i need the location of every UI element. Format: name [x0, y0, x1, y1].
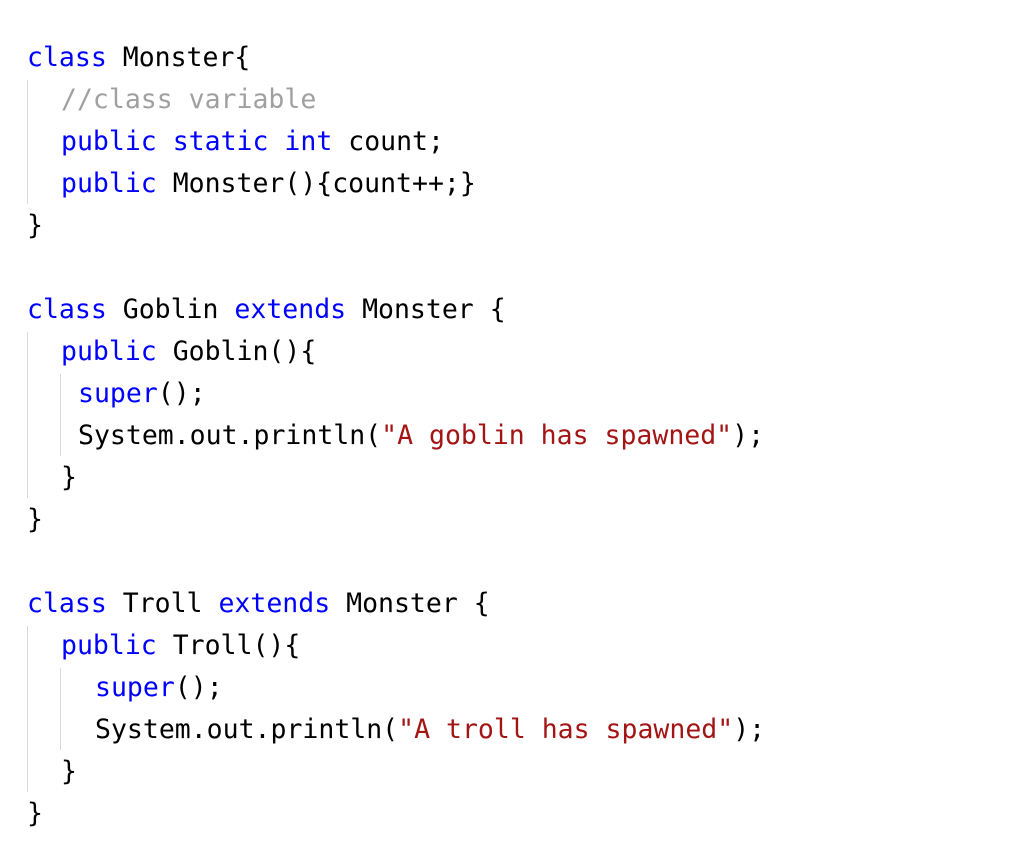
- indent-guide: [27, 332, 28, 498]
- code-token: Monster {: [346, 294, 506, 325]
- code-token: [157, 126, 173, 157]
- keyword-token: public: [61, 126, 157, 157]
- keyword-token: extends: [234, 294, 347, 325]
- code-token: Monster(){count++;}: [156, 168, 476, 199]
- code-line: System.out.println("A troll has spawned"…: [95, 709, 765, 751]
- code-line: //class variable: [61, 79, 316, 121]
- code-line: class Troll extends Monster {: [27, 583, 490, 625]
- code-line: System.out.println("A goblin has spawned…: [78, 415, 764, 457]
- keyword-token: public: [61, 630, 157, 661]
- code-line: public static int count;: [61, 121, 444, 163]
- indent-guide: [60, 668, 61, 750]
- keyword-token: class: [27, 294, 107, 325]
- code-token: }: [27, 504, 43, 535]
- code-token: [268, 126, 284, 157]
- code-token: }: [61, 756, 77, 787]
- code-token: }: [27, 798, 43, 829]
- string-token: "A troll has spawned": [398, 714, 734, 745]
- code-token: );: [732, 420, 765, 451]
- code-line: super();: [78, 373, 206, 415]
- code-token: System.out.println(: [78, 420, 382, 451]
- code-token: Monster {: [330, 588, 490, 619]
- code-token: System.out.println(: [95, 714, 399, 745]
- code-token: Troll: [106, 588, 219, 619]
- code-token: );: [733, 714, 766, 745]
- keyword-token: public: [61, 168, 157, 199]
- keyword-token: extends: [218, 588, 331, 619]
- string-token: "A goblin has spawned": [381, 420, 733, 451]
- keyword-token: class: [27, 588, 107, 619]
- code-token: Goblin: [106, 294, 235, 325]
- keyword-token: public: [61, 336, 157, 367]
- code-line: }: [27, 793, 43, 835]
- code-token: ();: [174, 672, 223, 703]
- code-line: }: [61, 751, 77, 793]
- indent-guide: [60, 374, 61, 456]
- code-token: Goblin(){: [156, 336, 317, 367]
- keyword-token: super: [95, 672, 175, 703]
- keyword-token: super: [78, 378, 158, 409]
- keyword-token: static: [172, 126, 269, 157]
- code-token: }: [27, 210, 43, 241]
- code-line: class Goblin extends Monster {: [27, 289, 506, 331]
- keyword-token: class: [27, 42, 107, 73]
- comment-token: //class variable: [61, 84, 317, 115]
- code-line: }: [61, 457, 77, 499]
- code-line: public Troll(){: [61, 625, 300, 667]
- code-token: }: [61, 462, 77, 493]
- code-token: count;: [332, 126, 444, 157]
- code-line: public Monster(){count++;}: [61, 163, 476, 205]
- code-token: Troll(){: [156, 630, 301, 661]
- code-token: Monster{: [106, 42, 251, 73]
- code-line: public Goblin(){: [61, 331, 316, 373]
- keyword-token: int: [284, 126, 333, 157]
- indent-guide: [27, 80, 28, 204]
- code-line: super();: [95, 667, 223, 709]
- code-line: class Monster{: [27, 37, 250, 79]
- code-line: }: [27, 499, 43, 541]
- indent-guide: [27, 626, 28, 792]
- code-line: }: [27, 205, 43, 247]
- code-token: ();: [157, 378, 206, 409]
